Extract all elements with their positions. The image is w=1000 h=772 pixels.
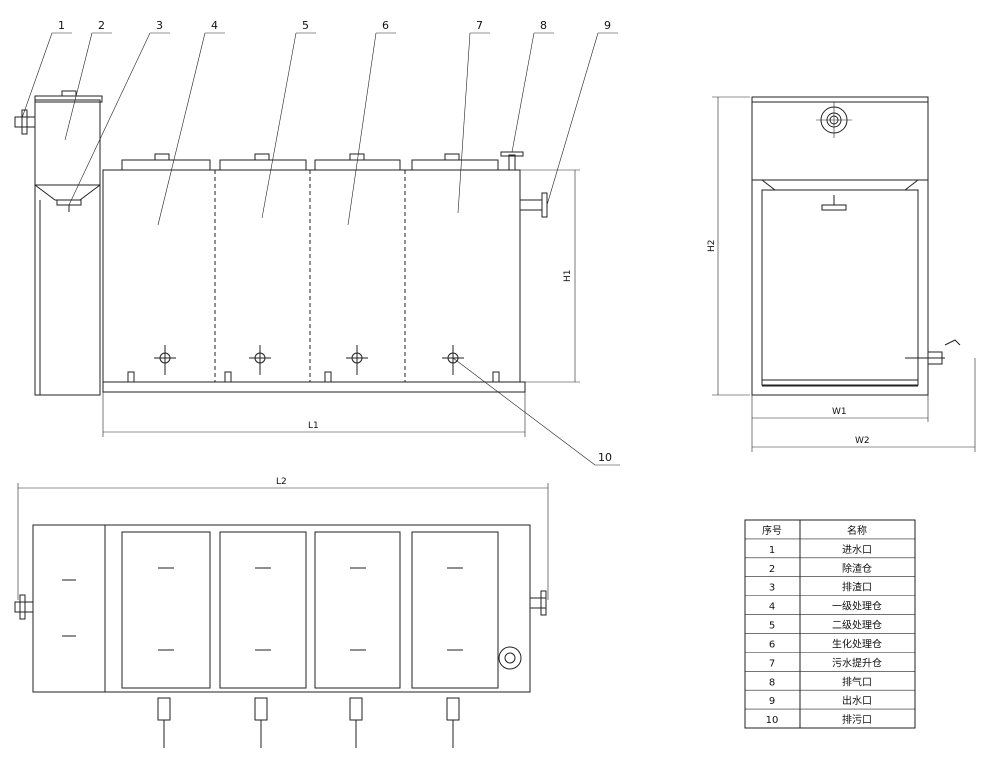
dim-W2: W2 [855,436,870,446]
callout-leaders [21,32,620,466]
tank-base [102,381,526,393]
table-cell-name: 进水口 [842,544,872,556]
drain-valves [154,345,464,375]
table-row: 3 排渣口 [769,581,872,594]
table-cell-index: 2 [769,564,775,575]
callout-8: 8 [540,19,547,32]
callout-5: 5 [302,19,309,32]
table-cell-name: 出水口 [842,694,872,707]
callout-4: 4 [211,19,218,32]
table-row: 6 生化处理仓 [769,637,882,650]
table-row: 7 污水提升仓 [769,656,882,669]
table-row: 9 出水口 [769,694,872,707]
table-cell-index: 5 [769,621,775,632]
tank-lids [121,153,499,171]
table-cell-index: 7 [769,658,775,669]
top-valves [157,697,460,748]
slag-outlet-flange [56,199,82,206]
table-cell-index: 3 [769,583,775,594]
slag-removal-tank [34,99,101,396]
table-header-index: 序号 [762,524,782,537]
table-cell-index: 6 [769,639,775,650]
table-row: 8 排气口 [769,675,872,688]
dim-L2: L2 [276,477,287,487]
table-cell-index: 1 [769,545,775,556]
table-cell-name: 二级处理仓 [832,619,882,632]
outlet-flange [519,199,543,211]
top-view: L2 [14,477,549,748]
table-cell-name: 生化处理仓 [832,637,882,650]
callout-10: 10 [598,451,612,464]
callout-7: 7 [476,19,483,32]
table-row: 10 排污口 [766,713,872,726]
front-view: 1 2 3 4 5 6 7 8 9 10 L1 H1 [14,19,620,466]
callout-1: 1 [58,19,65,32]
inlet-flange [21,109,28,135]
callout-9: 9 [604,19,611,32]
table-cell-name: 一级处理仓 [832,600,882,613]
callout-6: 6 [382,19,389,32]
callout-2: 2 [98,19,105,32]
dim-H1: H1 [563,270,573,283]
dim-W1: W1 [832,407,847,417]
table-cell-name: 除渣仓 [842,562,872,575]
table-row: 2 除渣仓 [769,562,872,575]
table-cell-index: 10 [766,715,779,726]
table-cell-index: 9 [769,696,775,707]
callout-3: 3 [156,19,163,32]
table-row: 5 二级处理仓 [769,619,882,632]
dim-H2: H2 [707,240,717,253]
side-view: H2 W1 W2 [707,96,976,452]
parts-table: 序号 名称 1 进水口 2 除渣仓 3 排渣口 4 一级处理仓 5 二级处理仓 6 生化处理仓 7 污水提… [744,519,916,729]
table-cell-name: 排污口 [842,713,872,726]
table-header-name: 名称 [847,524,867,537]
dim-L1: L1 [308,421,319,431]
vent-pipe [508,154,516,171]
table-cell-index: 4 [769,602,775,613]
table-cell-index: 8 [769,677,775,688]
table-row: 4 一级处理仓 [769,600,882,613]
main-tank [102,169,521,383]
table-cell-name: 排渣口 [842,581,872,594]
table-row: 1 进水口 [769,544,872,556]
table-cell-name: 污水提升仓 [832,656,882,669]
table-cell-name: 排气口 [842,675,872,688]
